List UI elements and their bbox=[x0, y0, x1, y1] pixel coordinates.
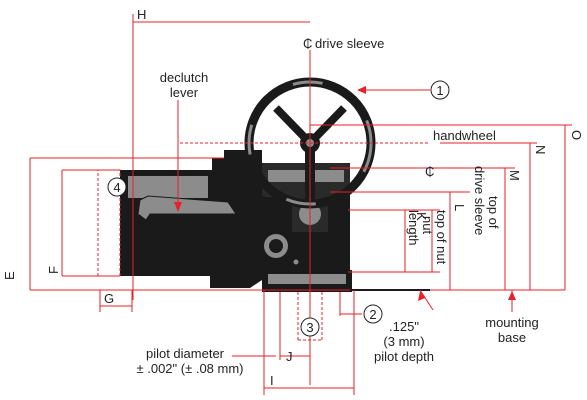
callout-3: 3 bbox=[306, 320, 313, 335]
declutch-label-line2: lever bbox=[170, 85, 199, 100]
bolt bbox=[293, 259, 299, 265]
callout-3-circle bbox=[300, 317, 320, 337]
dim-letter-g: G bbox=[104, 291, 114, 306]
pilot-diameter-label-2: ± .002" (± .08 mm) bbox=[136, 361, 243, 376]
pilot-depth-label-3: pilot depth bbox=[374, 349, 434, 364]
motor-highlight bbox=[128, 176, 208, 198]
callout-4: 4 bbox=[113, 180, 120, 195]
dim-letter-j: J bbox=[286, 349, 293, 364]
declutch-label-line1: declutch bbox=[160, 70, 208, 85]
handwheel-centerline-symbol: ₵ bbox=[425, 164, 434, 179]
callout-2: 2 bbox=[369, 307, 376, 322]
top-of-drive-sleeve-2: drive sleeve bbox=[472, 166, 487, 235]
pilot-depth-label-1: .125" bbox=[389, 319, 419, 334]
dim-letter-k: K bbox=[414, 212, 429, 221]
declutch-lever bbox=[137, 195, 237, 221]
top-of-nut-label: top of nut bbox=[434, 210, 449, 265]
nut-length-1: nut bbox=[420, 216, 435, 234]
nut-length-2: length bbox=[406, 210, 421, 245]
dim-letter-o: O bbox=[569, 130, 584, 140]
top-of-drive-sleeve-1: top of bbox=[486, 196, 501, 229]
dim-letter-e: E bbox=[2, 271, 17, 280]
pilot-diameter-label-1: pilot diameter bbox=[146, 346, 225, 361]
drive-sleeve-label: drive sleeve bbox=[315, 36, 384, 51]
dim-letter-f: F bbox=[46, 266, 61, 274]
callout-1-circle bbox=[430, 80, 450, 100]
callout-2-circle bbox=[363, 304, 383, 324]
dim-letter-m: M bbox=[507, 170, 522, 181]
base-highlight bbox=[268, 274, 346, 284]
callout-1: 1 bbox=[436, 83, 443, 98]
mounting-base-label-1: mounting bbox=[485, 315, 538, 330]
handwheel-label: handwheel bbox=[433, 128, 496, 143]
dim-letter-l: L bbox=[452, 204, 467, 211]
callout-4-circle bbox=[107, 177, 127, 197]
dim-letter-i: I bbox=[270, 373, 274, 388]
dim-letter-n: N bbox=[533, 145, 548, 154]
switch-port-inner bbox=[269, 239, 283, 253]
drive-sleeve-centerline-symbol: ₵ bbox=[303, 36, 312, 51]
mounting-base-label-2: base bbox=[498, 330, 526, 345]
pilot-depth-label-2: (3 mm) bbox=[383, 334, 424, 349]
dim-letter-h: H bbox=[137, 7, 146, 22]
